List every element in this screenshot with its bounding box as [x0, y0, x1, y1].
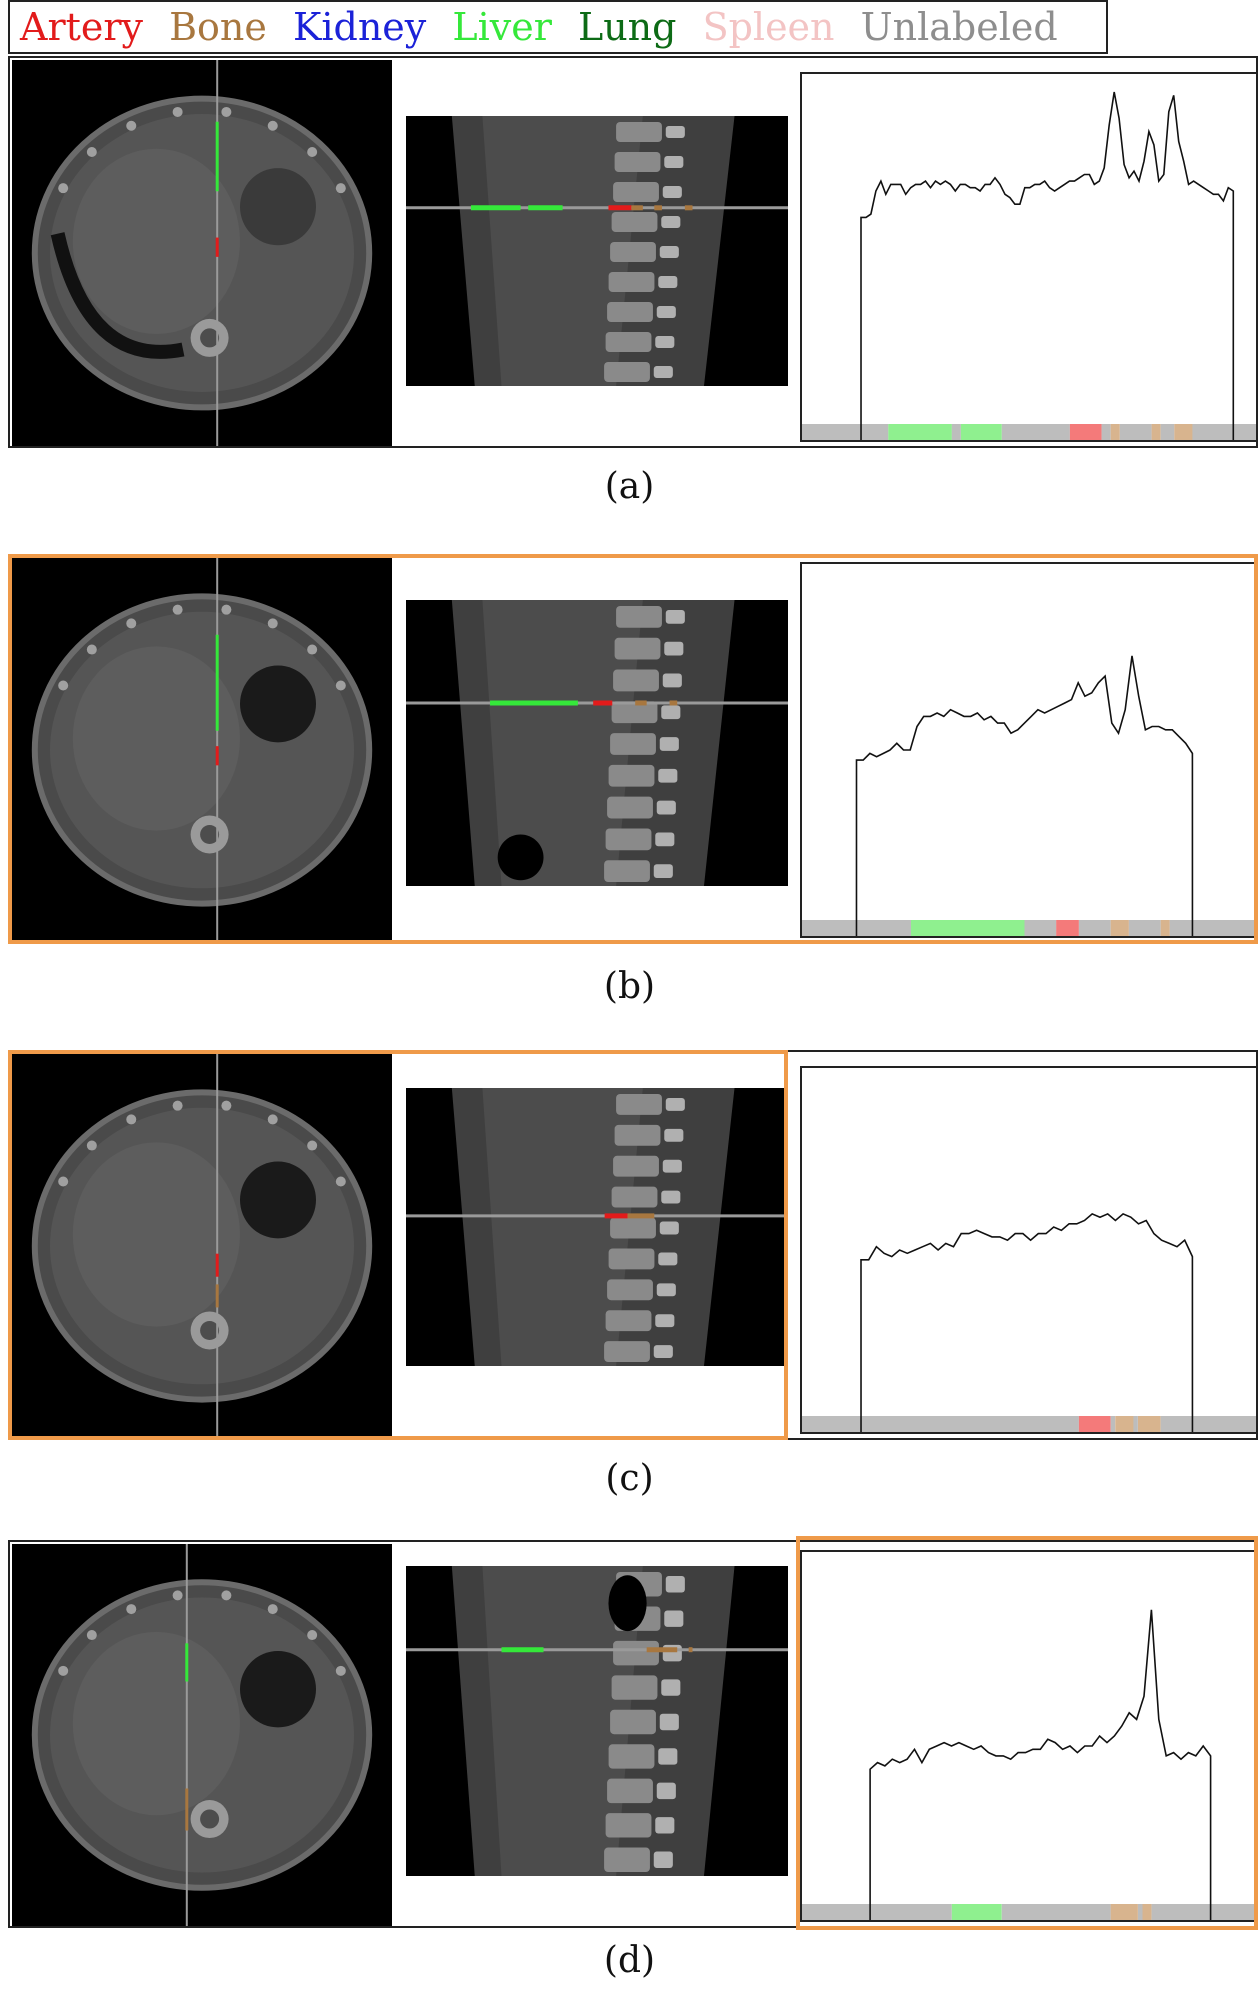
label-strip-segment-unlabeled — [1001, 1904, 1111, 1920]
axial-ct-image — [12, 1544, 392, 1926]
legend-item-bone: Bone — [169, 5, 267, 49]
label-strip-segment-bone — [1110, 920, 1129, 936]
axial-view — [12, 1054, 392, 1438]
label-strip-segment-artery — [1056, 920, 1079, 936]
label-strip-segment-bone — [1142, 1904, 1152, 1920]
label-strip-segment-liver — [960, 424, 1002, 440]
label-strip-segment-unlabeled — [1128, 920, 1161, 936]
label-strip-segment-bone — [1160, 920, 1170, 936]
legend-item-lung: Lung — [577, 5, 677, 49]
label-strip-segment-unlabeled — [1024, 920, 1057, 936]
label-strip-segment-bone — [1110, 1904, 1138, 1920]
label-strip-segment-unlabeled — [802, 1416, 1079, 1432]
label-strip-segment-unlabeled — [951, 424, 961, 440]
profile-line — [869, 1609, 1212, 1902]
legend-item-liver: Liver — [452, 5, 552, 49]
label-strip-segment-unlabeled — [1078, 920, 1111, 936]
label-strip-segment-liver — [911, 920, 1025, 936]
highlight-box — [8, 554, 1258, 944]
label-strip-segment-unlabeled — [1192, 424, 1256, 440]
sagittal-view — [406, 1088, 788, 1366]
label-strip-segment-artery — [1078, 1416, 1111, 1432]
intensity-profile-plot — [802, 655, 1256, 936]
label-strip-segment-unlabeled — [1110, 1416, 1116, 1432]
panel-caption: (b) — [603, 966, 656, 1007]
sagittal-ct-image — [406, 116, 788, 386]
axial-view — [12, 558, 392, 942]
legend-item-unlabeled: Unlabeled — [860, 5, 1058, 49]
axial-view — [12, 60, 392, 446]
legend-item-artery: Artery — [20, 5, 143, 49]
legend: Artery Bone Kidney Liver Lung Spleen Unl… — [8, 0, 1108, 54]
profile-view — [800, 562, 1256, 938]
profile-view — [800, 1066, 1256, 1434]
profile-line — [860, 1212, 1194, 1415]
label-strip-segment-unlabeled — [1133, 1416, 1138, 1432]
sagittal-ct-image — [406, 1088, 788, 1366]
sagittal-view — [406, 600, 788, 886]
label-strip-segment-bone — [1115, 1416, 1134, 1432]
legend-item-kidney: Kidney — [292, 5, 427, 49]
label-strip-segment-artery — [1069, 424, 1102, 440]
label-strip-segment-bone — [1110, 424, 1120, 440]
label-strip-segment-unlabeled — [1160, 424, 1175, 440]
legend-item-spleen: Spleen — [702, 5, 835, 49]
sagittal-view — [406, 116, 788, 386]
label-strip-segment-unlabeled — [1169, 920, 1256, 936]
figure-panel — [8, 56, 1258, 448]
intensity-profile-plot — [802, 91, 1256, 440]
profile-view — [800, 1550, 1256, 1922]
label-strip-segment-liver — [888, 424, 952, 440]
label-strip-segment-bone — [1138, 1416, 1161, 1432]
label-strip-segment-unlabeled — [1151, 1904, 1256, 1920]
panel-caption: (a) — [604, 466, 655, 507]
axial-ct-image — [12, 558, 392, 942]
label-strip-segment-unlabeled — [1101, 424, 1111, 440]
axial-ct-image — [12, 60, 392, 446]
sagittal-view — [406, 1566, 788, 1876]
intensity-profile-plot — [802, 1609, 1256, 1920]
highlight-box — [8, 1050, 788, 1440]
sagittal-ct-image — [406, 1566, 788, 1876]
figure-panel — [8, 1540, 1258, 1928]
profile-line — [860, 91, 1235, 423]
figure-panel — [8, 554, 1258, 944]
label-strip-segment-unlabeled — [1119, 424, 1152, 440]
axial-view — [12, 1544, 392, 1926]
label-strip-segment-bone — [1151, 424, 1161, 440]
sagittal-ct-image — [406, 600, 788, 886]
profile-view — [800, 72, 1256, 442]
intensity-profile-plot — [802, 1212, 1256, 1432]
label-strip-segment-unlabeled — [802, 424, 889, 440]
label-strip-segment-unlabeled — [1138, 1904, 1143, 1920]
highlight-box — [796, 1536, 1258, 1930]
label-strip-segment-unlabeled — [802, 1904, 952, 1920]
label-strip-segment-bone — [1174, 424, 1193, 440]
profile-line — [855, 655, 1194, 919]
panel-caption: (c) — [605, 1458, 654, 1499]
label-strip-segment-unlabeled — [1160, 1416, 1256, 1432]
panel-caption: (d) — [603, 1940, 656, 1981]
label-strip-segment-liver — [951, 1904, 1002, 1920]
label-strip-segment-unlabeled — [1001, 424, 1070, 440]
axial-ct-image — [12, 1054, 392, 1438]
